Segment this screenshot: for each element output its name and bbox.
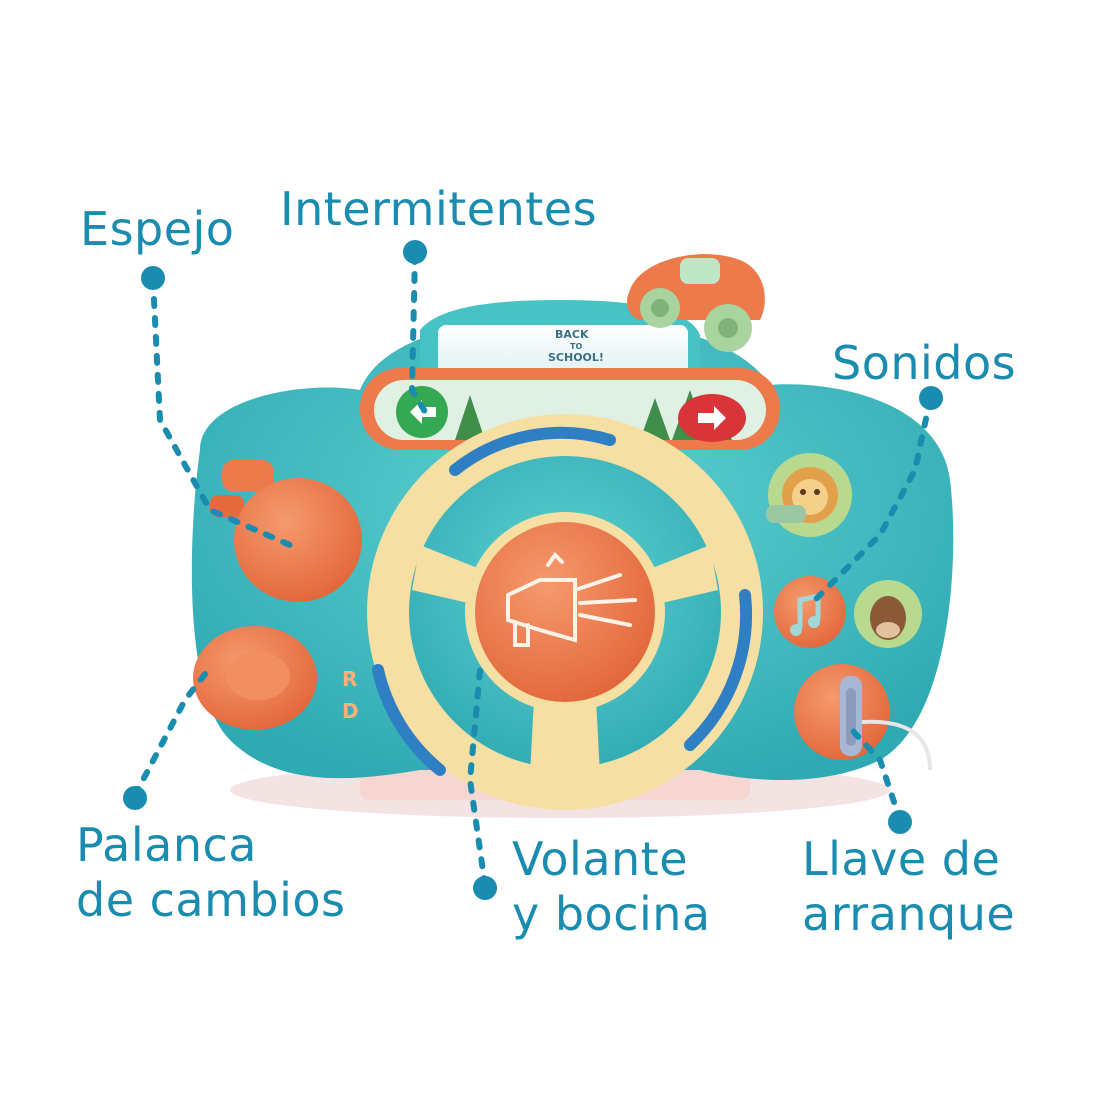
callout-turn-signals-text: Intermitentes [280,182,598,236]
callout-mirror-text: Espejo [80,202,235,256]
callout-wheel-line2: y bocina [512,887,711,942]
callout-sounds: Sonidos [832,336,1016,391]
callout-wheel: Volante y bocina [512,832,711,942]
mirror-control[interactable] [210,460,362,602]
gear-letter-r: R [342,667,357,691]
callout-key-line1: Llave de [802,832,1001,886]
callout-gear-lever: Palanca de cambios [76,818,346,928]
screen-text: BACK TO SCHOOL! [548,328,604,364]
horse-icon[interactable] [854,580,922,648]
arrow-right-icon [698,406,726,430]
callout-turn-signals: Intermitentes [280,182,597,237]
callout-sounds-text: Sonidos [832,336,1017,390]
screen-text-to: TO [570,342,582,351]
megaphone-icon [506,551,637,647]
callout-mirror: Espejo [80,202,234,257]
callout-key-line2: arranque [802,887,1016,942]
screen-text-back: BACK [555,328,589,341]
callout-gear-lever-line1: Palanca [76,818,257,872]
callout-leaders [123,240,943,900]
callout-gear-lever-line2: de cambios [76,873,346,928]
screen-text-school: SCHOOL! [548,351,604,364]
gear-letter-d: D [342,699,359,723]
gear-lever[interactable] [193,626,317,730]
music-note-icon[interactable] [774,576,846,648]
key-icon[interactable] [794,664,932,771]
callout-wheel-line1: Volante [512,832,688,886]
lion-lever[interactable] [766,505,806,523]
toy-car-icon[interactable] [627,254,765,352]
steering-wheel[interactable] [367,414,763,810]
callout-key: Llave de arranque [802,832,1015,942]
lion-icon[interactable] [768,453,852,537]
